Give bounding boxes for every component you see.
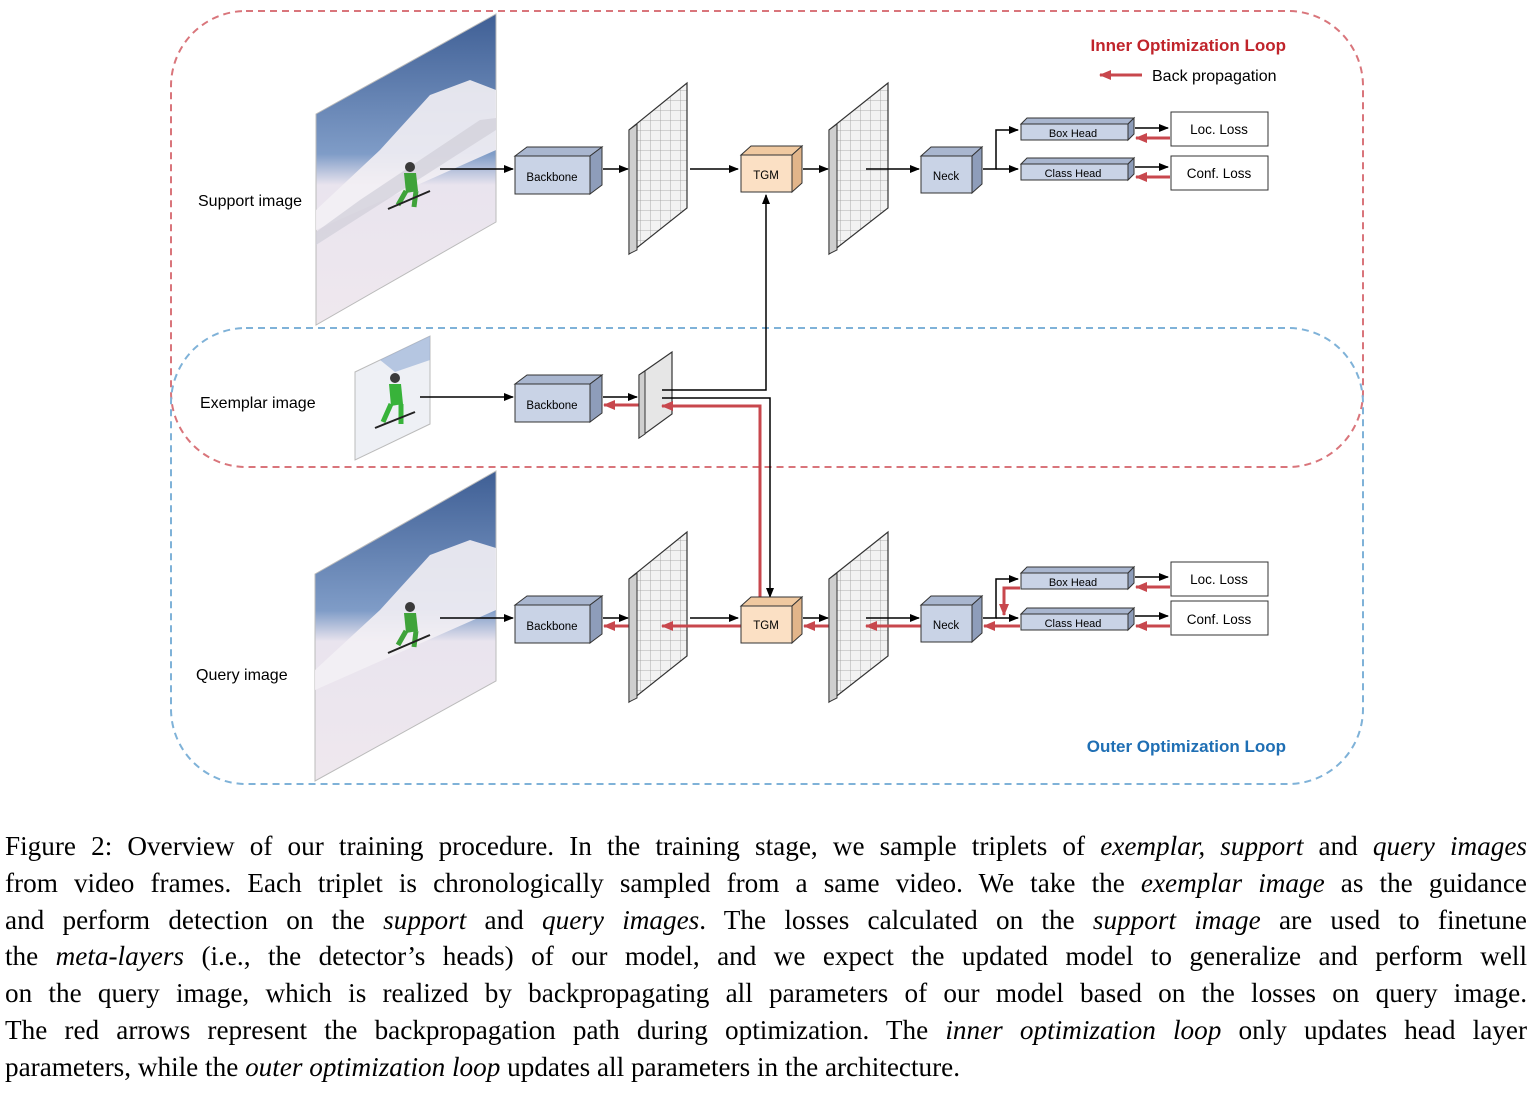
query-conf-loss-box: Conf. Loss (1170, 600, 1269, 636)
caption-line-4: the meta-layers (i.e., the detector’s he… (5, 941, 1528, 972)
support-loc-loss-box: Loc. Loss (1170, 111, 1269, 147)
support-feature-map-1 (628, 81, 688, 256)
support-class-head: Class Head (1019, 156, 1136, 182)
query-conf-loss-label: Conf. Loss (1187, 612, 1252, 627)
caption-line-2: from video frames. Each triplet is chron… (5, 867, 1527, 898)
query-image (314, 470, 497, 782)
support-neck-label: Neck (933, 171, 959, 183)
query-loc-loss-box: Loc. Loss (1170, 561, 1269, 597)
exemplar-backbone-label: Backbone (526, 400, 577, 412)
outer-loop-title: Outer Optimization Loop (1087, 737, 1286, 756)
exemplar-feature-map (638, 350, 673, 440)
query-backbone-block: Backbone (513, 595, 604, 644)
caption-line-6: The red arrows represent the backpropaga… (5, 1014, 1528, 1045)
inner-loop-boundary (170, 10, 1364, 468)
query-neck-label: Neck (933, 620, 959, 632)
back-propagation-legend-label: Back propagation (1152, 68, 1277, 85)
query-tgm-label: TGM (753, 620, 779, 632)
support-box-head: Box Head (1019, 116, 1136, 142)
query-class-head: Class Head (1019, 606, 1136, 632)
caption-line-5: on the query image, which is realized by… (5, 978, 1527, 1009)
query-class-head-label: Class Head (1045, 618, 1102, 630)
query-backbone-label: Backbone (526, 621, 577, 633)
support-feature-map-2 (828, 81, 889, 256)
support-class-head-label: Class Head (1045, 168, 1102, 180)
support-box-head-label: Box Head (1049, 128, 1097, 140)
inner-loop-title: Inner Optimization Loop (1091, 36, 1286, 55)
exemplar-image-label: Exemplar image (200, 395, 316, 412)
support-conf-loss-label: Conf. Loss (1187, 166, 1252, 181)
query-tgm-block: TGM (739, 595, 804, 645)
outer-loop-boundary (170, 327, 1364, 785)
caption-line-1: Figure 2: Overview of our training proce… (5, 831, 1527, 861)
query-image-label: Query image (196, 667, 288, 684)
support-image (315, 13, 497, 326)
support-neck-block: Neck (919, 145, 984, 195)
support-tgm-block: TGM (739, 144, 804, 194)
caption-line-3: and perform detection on the support and… (5, 904, 1527, 935)
figure-caption: Figure 2: Overview of our training proce… (5, 828, 1527, 1086)
support-image-label: Support image (198, 193, 302, 210)
support-loc-loss-label: Loc. Loss (1190, 122, 1248, 137)
query-neck-block: Neck (919, 594, 984, 644)
support-backbone-block: Backbone (513, 146, 604, 195)
query-feature-map-2 (828, 530, 889, 704)
support-tgm-label: TGM (753, 170, 779, 182)
support-backbone-label: Backbone (526, 172, 577, 184)
query-box-head-label: Box Head (1049, 577, 1097, 589)
training-procedure-diagram: Inner Optimization Loop Back propagation… (170, 10, 1364, 785)
exemplar-image (354, 335, 431, 461)
query-feature-map-1 (628, 530, 688, 704)
query-loc-loss-label: Loc. Loss (1190, 572, 1248, 587)
query-box-head: Box Head (1019, 565, 1136, 591)
support-conf-loss-box: Conf. Loss (1170, 155, 1269, 191)
exemplar-backbone-block: Backbone (513, 374, 604, 423)
caption-line-7: parameters, while the outer optimization… (5, 1051, 961, 1082)
